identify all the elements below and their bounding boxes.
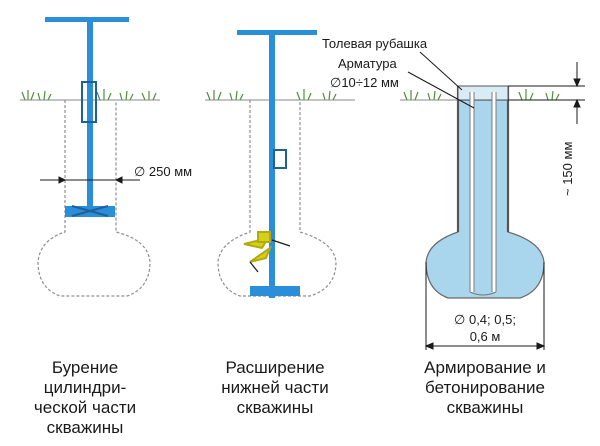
caption-line: скважины [46,418,124,437]
grass-tufts [206,89,337,101]
borehole-outline [37,100,151,297]
caption-line: скважины [446,398,524,417]
rebar-cage-outline [469,92,497,296]
depth-dimension [508,62,585,124]
rebar-label: Арматура [338,56,397,71]
drill-handle [237,30,317,35]
rebar-cage [470,92,496,292]
caption-line: Расширение [225,358,325,377]
caption-line: бетонирование [425,378,545,397]
drill-base [250,286,300,296]
rebar-leader [407,71,475,109]
caption-widening: Расширение нижней части скважины [205,358,345,418]
roofing-sleeve [456,86,510,232]
diameter-label: ∅ 250 мм [134,164,192,179]
drill-rod [269,30,275,298]
roofing-sleeve-leader [419,51,463,91]
base-diameter-line1: ∅ 0,4; 0,5; [454,312,516,327]
caption-line: Армирование и [424,358,546,377]
grass-tufts [21,89,157,101]
borehole-outline [217,100,337,297]
drill-rod [87,17,93,217]
widening-blades [243,231,291,273]
caption-reinforcement: Армирование и бетонирование скважины [400,358,570,418]
grass-tufts [403,89,560,101]
roofing-sleeve-label: Толевая рубашка [322,36,428,51]
concrete-pile [425,99,545,299]
caption-drilling: Бурение цилиндри- ческой части скважины [20,358,150,438]
caption-line: скважины [236,398,314,417]
panel-widening [205,30,355,298]
caption-line: ческой части [33,398,137,417]
panel-drilling: ∅ 250 мм [20,17,192,297]
drill-coupling [81,81,97,123]
diameter-dimension [40,176,140,184]
sleeve-top [457,85,509,101]
caption-line: цилиндри- [43,378,127,397]
base-diameter-line2: 0,6 м [470,329,501,344]
depth-label: ~ 150 мм [560,142,575,196]
base-diameter-dimension [424,262,546,350]
drill-auger [71,205,109,217]
caption-line: Бурение [51,358,119,377]
rebar-diameter-label: ∅10÷12 мм [330,75,399,90]
panel-reinforcement: Толевая рубашка Арматура ∅10÷12 мм ~ 150… [322,36,585,350]
drill-coupling [273,149,287,169]
caption-line: нижней части [221,378,329,397]
